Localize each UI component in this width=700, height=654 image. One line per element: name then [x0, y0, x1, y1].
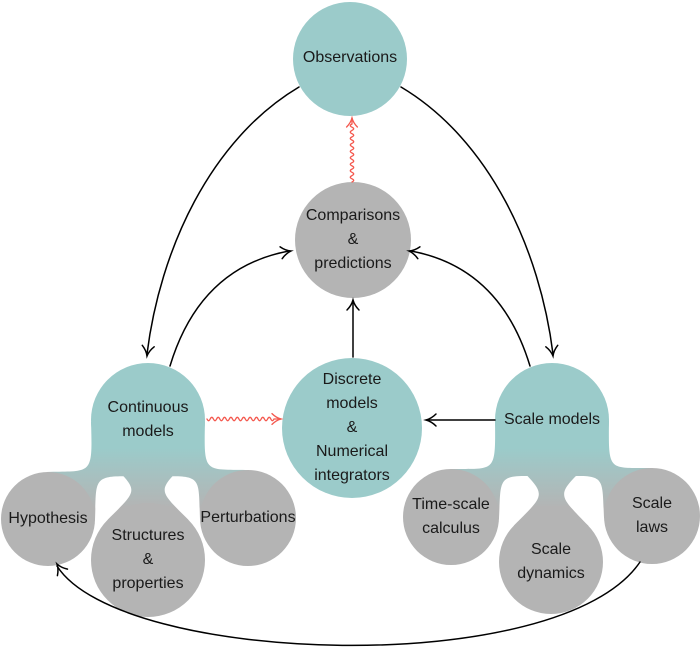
arrowhead [406, 246, 421, 260]
node-circle-comparisons [295, 182, 411, 298]
arrowhead [279, 246, 294, 260]
arrowhead [141, 344, 155, 359]
node-circle-observations [293, 2, 407, 116]
node-label-perturbations: Perturbations [200, 509, 296, 526]
edge-comparisons-to-observations [349, 117, 355, 183]
node-circle-structures [91, 503, 205, 617]
node-label-comparisons: Comparisons & predictions [305, 207, 401, 272]
node-label-scale-models: Scale models [503, 411, 601, 428]
edge-continuous-to-comparisons [169, 250, 290, 367]
node-label-timescale-calculus: Time-scale calculus [412, 496, 490, 537]
node-label-structures: Structures & properties [111, 527, 185, 592]
arrowhead [545, 344, 559, 359]
node-label-scale-dynamics: Scale dynamics [517, 541, 585, 582]
neck-scale_models-scale_laws [555, 420, 653, 519]
node-circle-discrete [282, 358, 422, 498]
node-label-hypothesis: Hypothesis [8, 510, 88, 527]
node-circle-hypothesis [1, 472, 95, 566]
node-circle-continuous [91, 363, 205, 477]
neck-scale_models-scale_dynamics [512, 460, 592, 527]
node-circle-perturbations [200, 470, 296, 566]
arrowhead [346, 297, 360, 311]
arrowhead [271, 412, 284, 426]
node-label-scale-laws: Scale laws [631, 495, 673, 536]
arrowhead [345, 115, 359, 128]
edge-observations-to-scale-models [400, 86, 554, 355]
node-label-observations: Observations [302, 49, 398, 66]
node-circle-scale_models [495, 363, 609, 477]
edge-scale-models-to-comparisons [410, 250, 531, 367]
node-circle-timescale_calculus [403, 469, 499, 565]
arrowhead [55, 561, 69, 577]
node-circle-scale_dynamics [499, 510, 603, 614]
edge-observations-to-continuous [146, 86, 300, 355]
neck-scale_models-timescale_calculus [450, 420, 550, 520]
node-label-continuous: Continuous models [107, 399, 189, 440]
node-circle-scale_laws [604, 468, 700, 564]
arrowhead [423, 413, 437, 427]
edge-scale-laws-to-hypothesis [56, 561, 641, 647]
node-label-discrete: Discrete models & Numerical integrators [314, 371, 390, 484]
neck-continuous-perturbations [150, 421, 250, 521]
edge-continuous-to-discrete [206, 416, 282, 422]
